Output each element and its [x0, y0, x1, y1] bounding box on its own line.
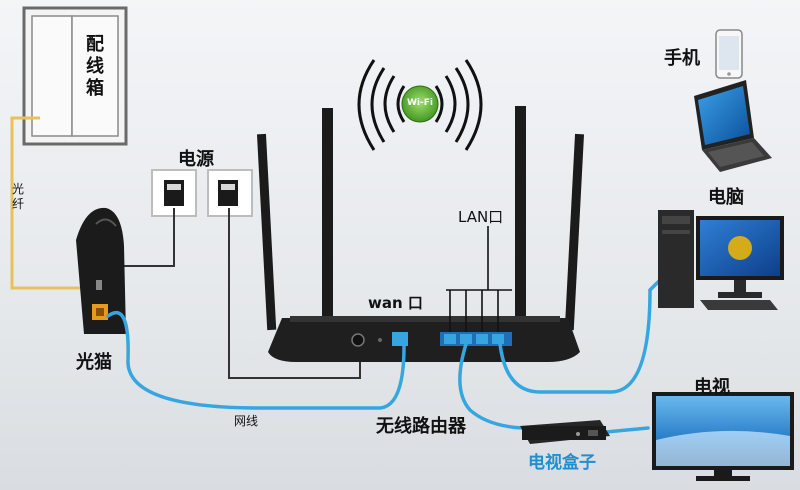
distribution-box — [22, 6, 128, 146]
wireless-router-label: 无线路由器 — [376, 416, 466, 437]
optical-modem-label: 光猫 — [76, 352, 112, 373]
modem-power-cord — [124, 208, 175, 267]
fiber-label: 光纤 — [12, 182, 25, 211]
wifi-icon — [357, 59, 483, 151]
wifi-label: Wi-Fi — [407, 98, 433, 108]
cable-tvbox-to-tv — [604, 426, 650, 434]
desktop-computer — [658, 210, 784, 310]
tv-label: 电视 — [694, 377, 730, 398]
cable-lan-to-computer — [498, 278, 662, 394]
optical-modem — [76, 207, 126, 334]
cable-lan-to-tvbox — [458, 342, 524, 430]
tv-box — [520, 420, 610, 444]
cable-modem-to-wan — [106, 310, 406, 410]
router-power-cord — [228, 208, 361, 379]
ethernet-cables — [106, 278, 662, 434]
wan-port-label: wan 口 — [368, 294, 423, 312]
lan-port-label: LAN口 — [458, 208, 504, 226]
laptop — [694, 80, 772, 172]
phone — [715, 29, 743, 79]
television — [652, 392, 794, 481]
wireless-router — [256, 106, 585, 362]
fiber-cable — [10, 116, 96, 290]
computer-label: 电脑 — [708, 187, 744, 208]
distribution-box-label: 配线箱 — [86, 34, 104, 99]
tv-box-label: 电视盒子 — [528, 453, 596, 473]
lan-port-bracket — [446, 226, 512, 332]
network-cable-label: 网线 — [234, 414, 259, 428]
phone-label: 手机 — [664, 48, 700, 69]
power-label: 电源 — [178, 149, 214, 170]
